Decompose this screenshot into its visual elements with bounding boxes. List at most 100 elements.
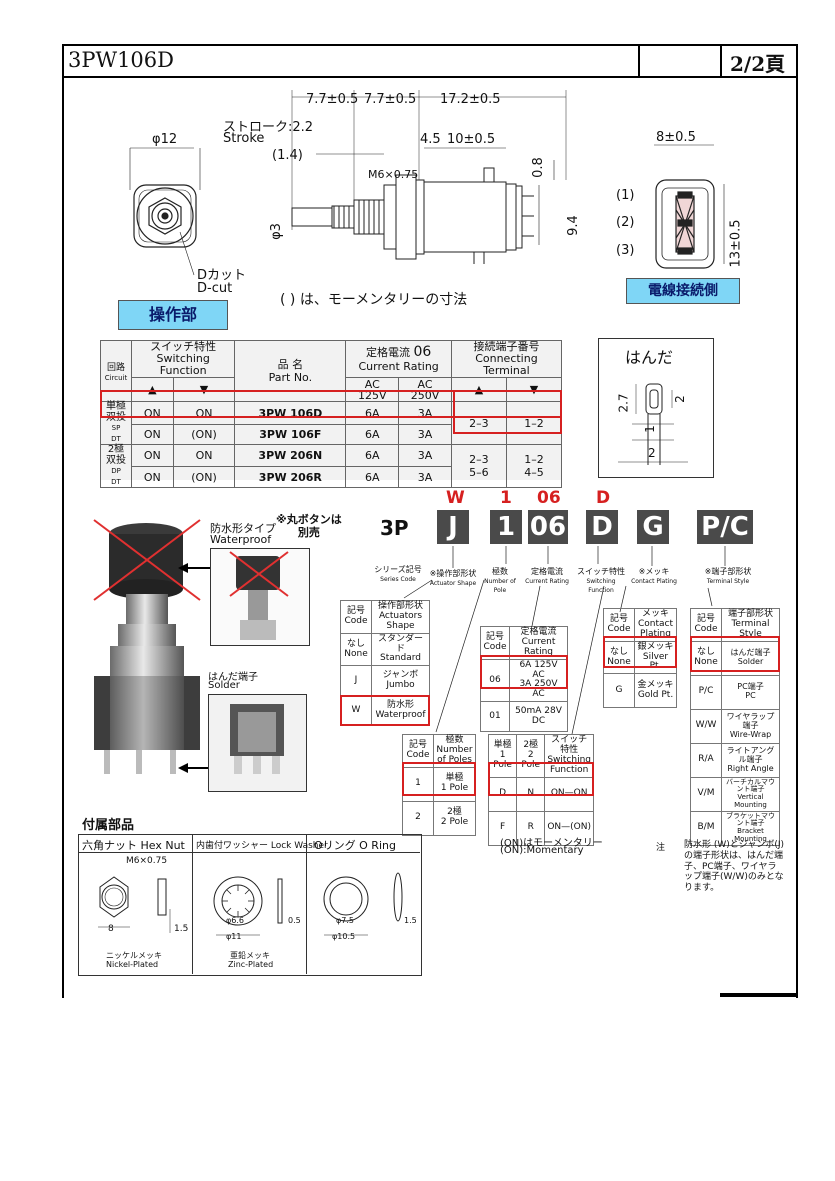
actuator-row2-code: J [340,665,372,697]
remark-text: 防水形 (W)とジャンボ(J)の端子形状は、はんだ端子、PC端子、ワイヤラップ端… [684,840,785,894]
momentary-note-en: (ON):Momentary [500,845,584,856]
washer-header: 内歯付ワッシャー Lock Washer [196,841,328,851]
pole-row2-name: 2極 2 Pole [433,800,476,836]
actuator-row3-name: 防水形 Waterproof [371,695,430,727]
washer-finish-en: Zinc-Plated [228,960,274,969]
footer-bar [720,993,798,997]
waterproof-photo [229,551,289,640]
row3-a250: 3A [398,444,452,467]
current-label-jp: 定格電流 [531,567,563,576]
row2-a125: 6A [345,424,400,446]
switch-row2-func: ON—(ON) [544,810,594,846]
waterproof-label-jp: 防水形タイプ [210,522,276,535]
part-header-en: Part No. [268,371,313,385]
terminal-row6-name: ブラケットマウント端子 Bracket Mounting [721,810,780,846]
terminal-label-en: Terminal Style [706,577,750,585]
hexnut-finish-jp: ニッケルメッキ [106,951,162,960]
oring-header: Oリング O Ring [314,839,396,852]
row2-part: 3PW 106F [234,424,347,446]
dcut-label-jp: Dカット [197,268,247,283]
switching-header-en: Switching Function [156,352,210,378]
leader-lines [403,546,726,735]
switch-table-h1: 単極 1 Pole [487,734,518,778]
operating-part-label: 操作部 [118,300,228,330]
hexnut-thickness: 1.5 [174,924,189,934]
dim-13: 13±0.5 [728,219,744,268]
terminal-header: 接続端子番号 [473,340,540,353]
actuator-table-h2: 操作部形状 Actuators Shape [371,600,430,634]
accessories-box [78,834,422,976]
row3-a125: 6A [345,444,400,467]
switching-label-jp: スイッチ特性 [577,567,625,576]
switching-label-en: Switching Function [586,577,616,594]
circuit-header-en: Circuit [104,373,128,382]
page-title: 3PW106D [68,48,174,72]
terminal-3: (3) [616,243,635,258]
washer-finish-jp: 亜鉛メッキ [230,951,270,960]
terminal-row4-name: ライトアングル端子 Right Angle [721,742,780,778]
page-frame [62,44,798,998]
red-code-w: W [446,488,465,508]
plating-label-en: Contact Plating [631,577,677,585]
actuator-up-icon: ▲ [131,377,174,403]
momentary-note-jp: (ON)はモーメンタリー [500,838,603,849]
code-plating: G [637,510,669,544]
current-header: 定格電流 [365,346,410,360]
solder-photo-label-jp: はんだ端子 [208,672,258,683]
dim-2-a: 2 [672,395,687,403]
solder-photo-label-en: Solder [208,680,240,691]
dim-9.4: 9.4 [565,215,581,236]
actuator-row2-name: ジャンボ Jumbo [371,665,430,697]
actuator-row1-code: なし None [340,632,372,667]
hexnut-finish-en: Nickel-Plated [106,960,159,969]
dim-0.8: 0.8 [530,157,546,178]
actuator-up-icon: ▲ [450,377,507,403]
washer-outer: φ11 [226,932,242,941]
dim-7.7-b: 7.7±0.5 [364,92,417,107]
dp-term1: 2–3 5–6 [450,444,507,489]
ac250-volt: 250V [410,388,440,402]
solder-terminal-drawing [618,383,688,465]
current-label-en: Current Rating [525,577,569,585]
dcut-label-en: D-cut [197,281,233,296]
terminal-label-jp: ※端子部形状 [704,567,752,576]
solder-title: はんだ [625,348,674,367]
dim-2.7: 2.7 [616,393,631,413]
highlight-terminal-style [690,636,780,672]
row4-a250: 3A [398,465,452,489]
current-table-h2: 定格電流 Current Rating [509,626,568,660]
part-header: 品 名 [277,357,304,371]
highlight-plating [603,636,677,668]
pole-label-jp: 極数 [492,567,508,576]
header-divider [638,44,640,78]
header-divider [720,44,722,78]
waterproof-label-en: Waterproof [210,533,272,546]
accessory-drawings [98,872,403,936]
row3-sw2: ON [172,444,236,467]
pole-row2-code: 2 [402,800,434,836]
switch-photo [93,519,212,774]
row4-a125: 6A [345,465,400,489]
solder-photo [230,704,284,774]
terminal-2: (2) [616,215,635,230]
row2-sw1: ON [131,424,174,446]
terminal-row5-code: V/M [690,776,722,812]
oring-outer: φ10.5 [332,932,356,941]
hexnut-thread: M6×0.75 [126,856,168,866]
dim-8: 8±0.5 [656,130,696,145]
terminal-header-en: Connecting Terminal [475,352,538,378]
dpdt-en: DP DT [111,467,121,486]
code-actuator: J [437,510,469,544]
header-bar [62,44,798,78]
current-header-en: Current Rating [358,359,439,373]
solder-detail-box [598,338,714,478]
dpdt-jp: 2極 双投 [106,444,126,466]
dim-17.2: 17.2±0.5 [440,92,501,107]
